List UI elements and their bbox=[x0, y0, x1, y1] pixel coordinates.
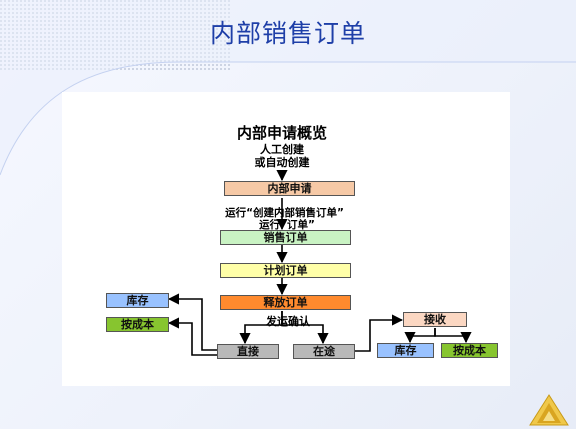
blue-arc-edge bbox=[0, 61, 576, 176]
blue-arc-shape bbox=[0, 0, 576, 175]
slide-title: 内部销售订单 bbox=[209, 19, 366, 48]
receive-box: 接收 bbox=[403, 312, 467, 327]
arrow-direct-to-inventory bbox=[167, 293, 217, 351]
arrow-receive-to-cost bbox=[434, 328, 472, 344]
inventory-box-right: 库存 bbox=[377, 343, 434, 358]
note-auto-create: 或自动创建 bbox=[254, 156, 310, 169]
flow-connectors bbox=[167, 169, 472, 356]
cost-box-right: 按成本 bbox=[441, 343, 498, 358]
planned-order-box: 计划订单 bbox=[220, 263, 351, 278]
internal-request-box: 内部申请 bbox=[224, 181, 355, 196]
sales-order-box: 销售订单 bbox=[220, 230, 351, 245]
diagram-panel: 内部申请概览 人工创建 或自动创建 内部申请 运行“创建内部销售订单” 运行“订… bbox=[62, 92, 510, 386]
note-manual-create: 人工创建 bbox=[260, 143, 304, 156]
diagram-title: 内部申请概览 bbox=[236, 124, 327, 142]
direct-box: 直接 bbox=[217, 344, 279, 359]
cost-box-left: 按成本 bbox=[106, 317, 169, 332]
note-run-order: 运行“订单” bbox=[259, 219, 315, 231]
in-transit-box: 在途 bbox=[293, 344, 355, 359]
arrow-in-transit-to-receive bbox=[355, 314, 404, 352]
release-order-box: 释放订单 bbox=[220, 295, 351, 310]
note-run-create-internal-sales-order: 运行“创建内部销售订单” bbox=[225, 207, 344, 219]
corner-logo-icon bbox=[529, 394, 569, 426]
arrow-to-in-transit bbox=[281, 311, 329, 345]
arrow-direct-to-cost bbox=[167, 317, 217, 356]
note-ship-confirm: 发运确认 bbox=[266, 315, 310, 328]
inventory-box-left: 库存 bbox=[106, 293, 169, 308]
arrow-receive-to-inventory bbox=[404, 328, 436, 344]
